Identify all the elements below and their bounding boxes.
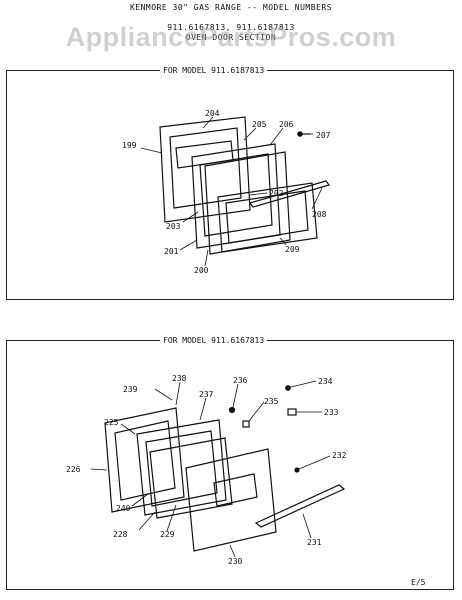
door-frame-inner <box>114 420 176 501</box>
part-label: 228 <box>113 530 128 539</box>
part-label: 234 <box>318 377 333 386</box>
screw-icon <box>228 406 236 414</box>
part-label: 230 <box>228 557 243 566</box>
bottom-part-labels: 238 239 236 234 237 235 233 225 232 226 … <box>66 374 347 566</box>
part-label: 204 <box>205 109 220 118</box>
door-glass <box>149 437 233 519</box>
door-frame-inner <box>169 127 242 209</box>
part-label: 209 <box>285 245 300 254</box>
door-handle <box>248 180 331 208</box>
top-leaders <box>140 116 323 267</box>
part-label: 202 <box>269 189 284 198</box>
part-label: 239 <box>123 385 138 394</box>
door-frame-outer <box>159 116 251 223</box>
part-label: 231 <box>307 538 322 547</box>
part-label: 201 <box>164 247 179 256</box>
screw-icon <box>297 131 303 137</box>
door-glass <box>204 151 291 255</box>
screw-icon <box>294 467 300 473</box>
header-model-numbers: 911.6167813, 911.6187813 <box>167 23 295 32</box>
part-label: 206 <box>279 120 294 129</box>
part-label: 236 <box>233 376 248 385</box>
top-door-assembly <box>159 116 331 255</box>
part-label: 225 <box>104 418 119 427</box>
part-label: 199 <box>122 141 137 150</box>
part-label: 200 <box>194 266 209 275</box>
door-frame-outer <box>104 407 185 513</box>
door-liner <box>136 419 227 516</box>
part-label: 207 <box>316 131 331 140</box>
bottom-door-assembly <box>104 385 346 552</box>
door-trim <box>254 484 346 528</box>
part-label: 235 <box>264 397 279 406</box>
part-label: 238 <box>172 374 187 383</box>
door-outer-panel <box>217 182 318 253</box>
part-label: 233 <box>324 408 339 417</box>
header-section: OVEN DOOR SECTION <box>185 33 277 42</box>
door-liner-inner <box>145 430 218 507</box>
part-label: 205 <box>252 120 267 129</box>
door-outer-panel <box>185 448 277 552</box>
oven-window <box>213 473 258 507</box>
part-label: 229 <box>160 530 175 539</box>
clip-icon <box>287 408 297 416</box>
part-label: 226 <box>66 465 81 474</box>
bottom-panel-title: FOR MODEL 911.6167813 <box>160 336 268 345</box>
page-number: E/5 <box>411 578 426 587</box>
door-liner-inner <box>199 153 273 237</box>
hinge-bracket-icon <box>242 420 250 428</box>
part-label: 203 <box>166 222 181 231</box>
part-label: 232 <box>332 451 347 460</box>
bottom-leaders <box>90 380 331 558</box>
top-panel-title: FOR MODEL 911.6187813 <box>160 66 268 75</box>
fastener-icon <box>285 385 291 391</box>
part-label: 237 <box>199 390 214 399</box>
part-label: 208 <box>312 210 327 219</box>
header-title: KENMORE 30" GAS RANGE -- MODEL NUMBERS <box>129 3 333 12</box>
watermark: AppliancePartsPros.com <box>65 22 397 52</box>
top-part-labels: 204 205 206 207 199 202 203 208 201 209 … <box>122 109 331 275</box>
part-label: 240 <box>116 504 131 513</box>
